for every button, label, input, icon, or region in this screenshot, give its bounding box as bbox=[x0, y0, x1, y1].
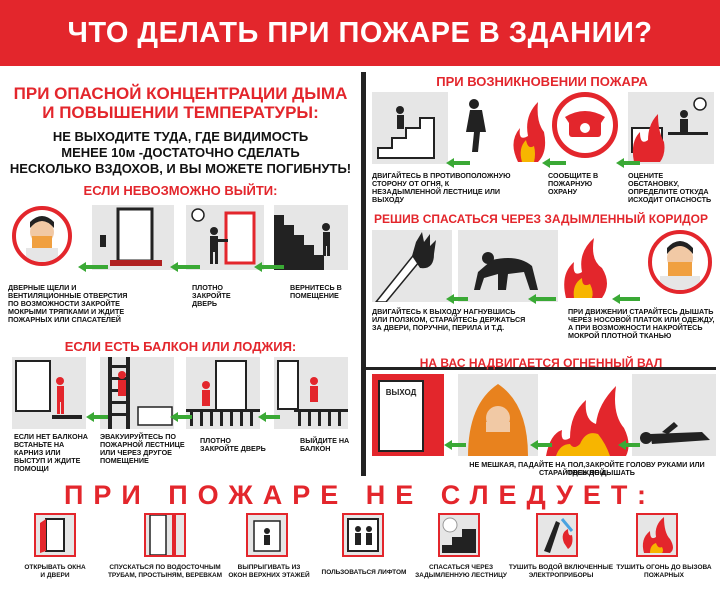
phone-call-illustration bbox=[552, 92, 618, 158]
bottom-caption-drainpipes: СПУСКАТЬСЯ ПО ВОДОСТОЧНЫМ ТРУБАМ, ПРОСТЫ… bbox=[107, 564, 223, 579]
arrow-left-icon bbox=[446, 294, 468, 304]
covering-head-illustration bbox=[458, 374, 538, 456]
caption-call-fire-service: СООБЩИТЕ В ПОЖАРНУЮ ОХРАНУ bbox=[548, 171, 599, 196]
bottom-caption-extinguish: ТУШИТЬ ОГОНЬ ДО ВЫЗОВА ПОЖАРНЫХ bbox=[616, 564, 712, 579]
vertical-divider bbox=[361, 72, 366, 476]
returning-to-room-illustration bbox=[274, 205, 348, 270]
horizontal-divider bbox=[362, 367, 716, 370]
arrow-left-icon bbox=[78, 262, 108, 272]
exit-sign-label: ВЫХОД bbox=[385, 388, 417, 397]
caption-crawl-to-exit: ДВИГАЙТЕСЬ К ВЫХОДУ НАГНУВШИСЬ ИЛИ ПОЛЗК… bbox=[372, 307, 526, 332]
assess-situation-illustration bbox=[628, 92, 714, 164]
caption-exit-balcony: ВЫЙДИТЕ НА БАЛКОН bbox=[300, 436, 350, 453]
running-from-fire-illustration bbox=[456, 92, 546, 164]
bottom-caption-jump: ВЫПРЫГИВАТЬ ИЗ ОКОН ВЕРХНИХ ЭТАЖЕЙ bbox=[228, 564, 310, 579]
open-window-icon bbox=[34, 513, 76, 557]
do-not-heading: ПРИ ПОЖАРЕ НЕ СЛЕДУЕТ: bbox=[63, 480, 657, 510]
caption-fire-ladder: ЭВАКУИРУЙТЕСЬ ПО ПОЖАРНОЙ ЛЕСТНИЦЕ ИЛИ Ч… bbox=[100, 432, 185, 465]
closing-door-illustration bbox=[186, 205, 264, 270]
smoke-text-line3: НЕСКОЛЬКО ВЗДОХОВ, И ВЫ МОЖЕТЕ ПОГИБНУТЬ… bbox=[9, 161, 352, 176]
arrow-left-icon bbox=[254, 262, 284, 272]
smoke-text-line2: МЕНЕЕ 10м -ДОСТАТОЧНО СДЕЛАТЬ bbox=[61, 145, 300, 160]
exit-balcony-illustration bbox=[274, 357, 348, 429]
smoky-stairs-icon bbox=[438, 513, 480, 557]
window-jump-icon bbox=[246, 513, 288, 557]
lying-person-illustration bbox=[632, 374, 716, 456]
smoke-heading-line1: ПРИ ОПАСНОЙ КОНЦЕНТРАЦИИ ДЫМА bbox=[13, 84, 348, 103]
caption-close-door: ПЛОТНО ЗАКРОЙТЕ ДВЕРЬ bbox=[192, 283, 231, 308]
balcony-heading: ЕСЛИ ЕСТЬ БАЛКОН ИЛИ ЛОДЖИЯ: bbox=[64, 339, 297, 354]
drainpipe-descent-icon bbox=[144, 513, 186, 557]
covering-face-illustration bbox=[12, 206, 72, 266]
arrow-left-icon bbox=[446, 158, 470, 168]
crawling-person-illustration bbox=[458, 230, 558, 302]
balcony-door-illustration bbox=[186, 357, 260, 429]
bottom-caption-elevator: ПОЛЬЗОВАТЬСЯ ЛИФТОМ bbox=[321, 569, 407, 576]
arrow-left-icon bbox=[528, 294, 556, 304]
arrow-left-icon bbox=[530, 440, 552, 450]
smoke-text-line1: НЕ ВЫХОДИТЕ ТУДА, ГДЕ ВИДИМОСТЬ bbox=[52, 129, 309, 144]
elevator-icon bbox=[342, 513, 384, 557]
ledge-illustration bbox=[12, 357, 86, 429]
water-on-appliance-icon bbox=[536, 513, 578, 557]
bottom-caption-windows: ОТКРЫВАТЬ ОКНА И ДВЕРИ bbox=[24, 564, 86, 579]
fire-wave-heading: НА ВАС НАДВИГАЕТСЯ ОГНЕННЫЙ ВАЛ bbox=[419, 356, 663, 370]
arrow-left-icon bbox=[444, 440, 466, 450]
smoke-heading-line2: И ПОВЫШЕНИИ ТЕМПЕРАТУРЫ: bbox=[42, 103, 319, 122]
caption-move-away-from-fire: ДВИГАЙТЕСЬ В ПРОТИВОПОЛОЖНУЮ СТОРОНУ ОТ … bbox=[372, 171, 511, 204]
handkerchief-face-illustration bbox=[648, 230, 712, 294]
caption-seal-gaps: ДВЕРНЫЕ ЩЕЛИ И ВЕНТИЛЯЦИОННЫЕ ОТВЕРСТИЯ … bbox=[8, 283, 128, 324]
extinguish-fire-icon bbox=[636, 513, 678, 557]
arrow-left-icon bbox=[258, 412, 280, 422]
arrow-left-icon bbox=[542, 158, 566, 168]
caption-breathe-through-cloth: ПРИ ДВИЖЕНИИ СТАРАЙТЕСЬ ДЫШАТЬ ЧЕРЕЗ НОС… bbox=[568, 307, 715, 340]
bottom-caption-smoky-stairs: СПАСАТЬСЯ ЧЕРЕЗ ЗАДЫМЛЕННУЮ ЛЕСТНИЦУ bbox=[415, 564, 507, 579]
arrow-left-icon bbox=[170, 412, 192, 422]
caption-fire-wave-line1: НЕ МЕШКАЯ, ПАДАЙТЕ НА ПОЛ,ЗАКРОЙТЕ ГОЛОВ… bbox=[469, 460, 705, 477]
fire-start-heading: ПРИ ВОЗНИКНОВЕНИИ ПОЖАРА bbox=[436, 74, 648, 89]
arrow-left-icon bbox=[616, 158, 640, 168]
arrow-left-icon bbox=[612, 294, 640, 304]
caption-return-room: ВЕРНИТЕСЬ В ПОМЕЩЕНИЕ bbox=[290, 283, 342, 300]
fire-flame-icon bbox=[560, 238, 610, 298]
hand-on-wall-illustration bbox=[372, 230, 452, 303]
caption-fire-wave-line2: СТАРАЙТЕСЬ НЕ ДЫШАТЬ bbox=[539, 468, 635, 477]
fire-wave-flames-illustration bbox=[546, 374, 630, 456]
stairs-escape-illustration bbox=[372, 92, 448, 164]
arrow-left-icon bbox=[618, 440, 640, 450]
sealed-door-illustration bbox=[92, 205, 174, 270]
poster-title: ЧТО ДЕЛАТЬ ПРИ ПОЖАРЕ В ЗДАНИИ? bbox=[0, 0, 720, 66]
fire-ladder-illustration bbox=[100, 357, 174, 429]
exit-door-illustration: ВЫХОД bbox=[372, 374, 444, 456]
corridor-heading: РЕШИВ СПАСАТЬСЯ ЧЕРЕЗ ЗАДЫМЛЕННЫЙ КОРИДО… bbox=[374, 212, 708, 226]
caption-assess-situation: ОЦЕНИТЕ ОБСТАНОВКУ, ОПРЕДЕЛИТЕ ОТКУДА ИС… bbox=[628, 171, 712, 204]
arrow-left-icon bbox=[86, 412, 108, 422]
caption-ledge: ЕСЛИ НЕТ БАЛКОНА ВСТАНЬТЕ НА КАРНИЗ ИЛИ … bbox=[14, 432, 88, 473]
bottom-caption-appliances: ТУШИТЬ ВОДОЙ ВКЛЮЧЕННЫЕ ЭЛЕКТРОПРИБОРЫ bbox=[508, 564, 614, 579]
caption-close-balcony-door: ПЛОТНО ЗАКРОЙТЕ ДВЕРЬ bbox=[200, 436, 266, 453]
arrow-left-icon bbox=[170, 262, 200, 272]
cannot-exit-heading: ЕСЛИ НЕВОЗМОЖНО ВЫЙТИ: bbox=[83, 183, 278, 198]
